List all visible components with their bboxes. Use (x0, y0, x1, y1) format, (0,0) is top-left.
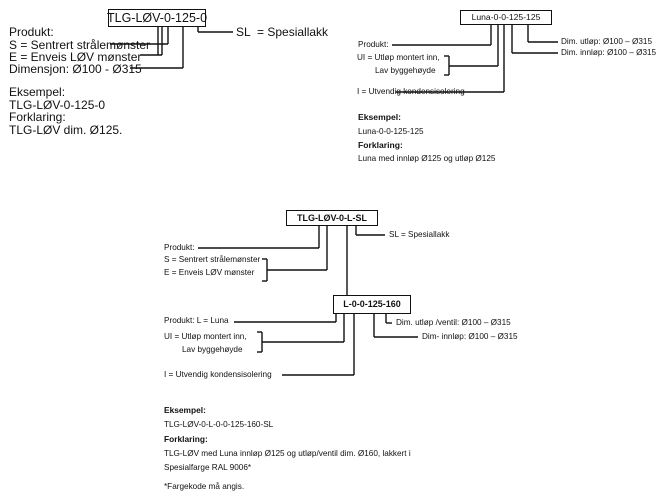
diagram2-explanation-heading: Forklaring: (358, 140, 403, 150)
diagram3-footnote: *Fargekode må angis. (164, 482, 245, 491)
diagram3-ui-option-line2: Lav byggehøyde (182, 345, 243, 354)
diagram1-e-option: E = Enveis LØV mønster (9, 50, 142, 64)
diagram3-bottom-code-box: L-0-0-125-160 (333, 295, 411, 314)
diagram2-example: Luna-0-0-125-125 (358, 127, 424, 136)
diagram1-sl-description: = Spesiallakk (257, 25, 329, 39)
diagram3-bottom-code: L-0-0-125-160 (343, 299, 401, 309)
diagram2-code-box: Luna-0-0-125-125 (460, 10, 552, 25)
diagram1-connectors (110, 19, 233, 69)
diagram2-ui-option-line2: Lav byggehøyde (375, 66, 436, 75)
diagram1-s-option: S = Sentrert strålemønster (9, 38, 151, 52)
diagram1-code-box: TLG-LØV-0-125-0 (106, 9, 208, 27)
diagram2-dim-inlet: Dim. innløp: Ø100 – Ø315 (561, 48, 657, 57)
diagram1-example-heading: Eksempel: (9, 85, 66, 99)
diagram1-explanation: TLG-LØV dim. Ø125. (9, 123, 123, 137)
diagram3-e-option: E = Enveis LØV mønster (164, 268, 255, 277)
diagram2-example-heading: Eksempel: (358, 112, 401, 122)
diagram3-s-option: S = Sentrert strålemønster (164, 255, 261, 264)
diagram3-dim-inlet: Dim- innløp: Ø100 – Ø315 (422, 332, 518, 341)
diagram3-top-code: TLG-LØV-0-L-SL (297, 212, 367, 223)
diagram2-i-option: I = Utvendig kondensisolering (357, 87, 465, 96)
diagram2-ui-option-line1: UI = Utløp montert inn, (357, 53, 440, 62)
diagram3-explanation-heading: Forklaring: (164, 434, 208, 444)
diagram3-example-heading: Eksempel: (164, 405, 206, 415)
diagram2-dim-outlet: Dim. utløp: Ø100 – Ø315 (561, 37, 653, 46)
diagram1-explanation-heading: Forklaring: (9, 110, 66, 124)
diagram1-example: TLG-LØV-0-125-0 (9, 98, 106, 112)
diagram3-sl-description: SL = Spesiallakk (389, 230, 450, 239)
diagram3-product-label: Produkt: (164, 243, 195, 252)
diagram3-explanation-line1: TLG-LØV med Luna innløp Ø125 og utløp/ve… (164, 449, 411, 458)
diagram3-explanation-line2: Spesialfarge RAL 9006* (164, 463, 252, 472)
diagram2-code: Luna-0-0-125-125 (471, 12, 541, 23)
diagram1-product-label: Produkt: (9, 25, 54, 39)
diagram3-example: TLG-LØV-0-L-0-0-125-160-SL (164, 420, 274, 429)
diagram3-top-code-box: TLG-LØV-0-L-SL (286, 210, 378, 226)
diagram2-explanation: Luna med innløp Ø125 og utløp Ø125 (358, 154, 496, 163)
diagram2-product-label: Produkt: (358, 40, 389, 49)
diagram3-product-luna: Produkt: L = Luna (164, 316, 229, 325)
diagram1-sl-label: SL (236, 25, 251, 39)
diagram3-connectors (198, 225, 418, 376)
diagram2-connectors (392, 25, 558, 93)
diagram1-dimension: Dimensjon: Ø100 - Ø315 (9, 62, 142, 76)
diagram3-dim-outlet: Dim. utløp /ventil: Ø100 – Ø315 (396, 318, 511, 327)
diagram3-i-option: I = Utvendig kondensisolering (164, 370, 272, 379)
diagram1-code: TLG-LØV-0-125-0 (106, 10, 208, 25)
diagram3-ui-option-line1: UI = Utløp montert inn, (164, 332, 247, 341)
